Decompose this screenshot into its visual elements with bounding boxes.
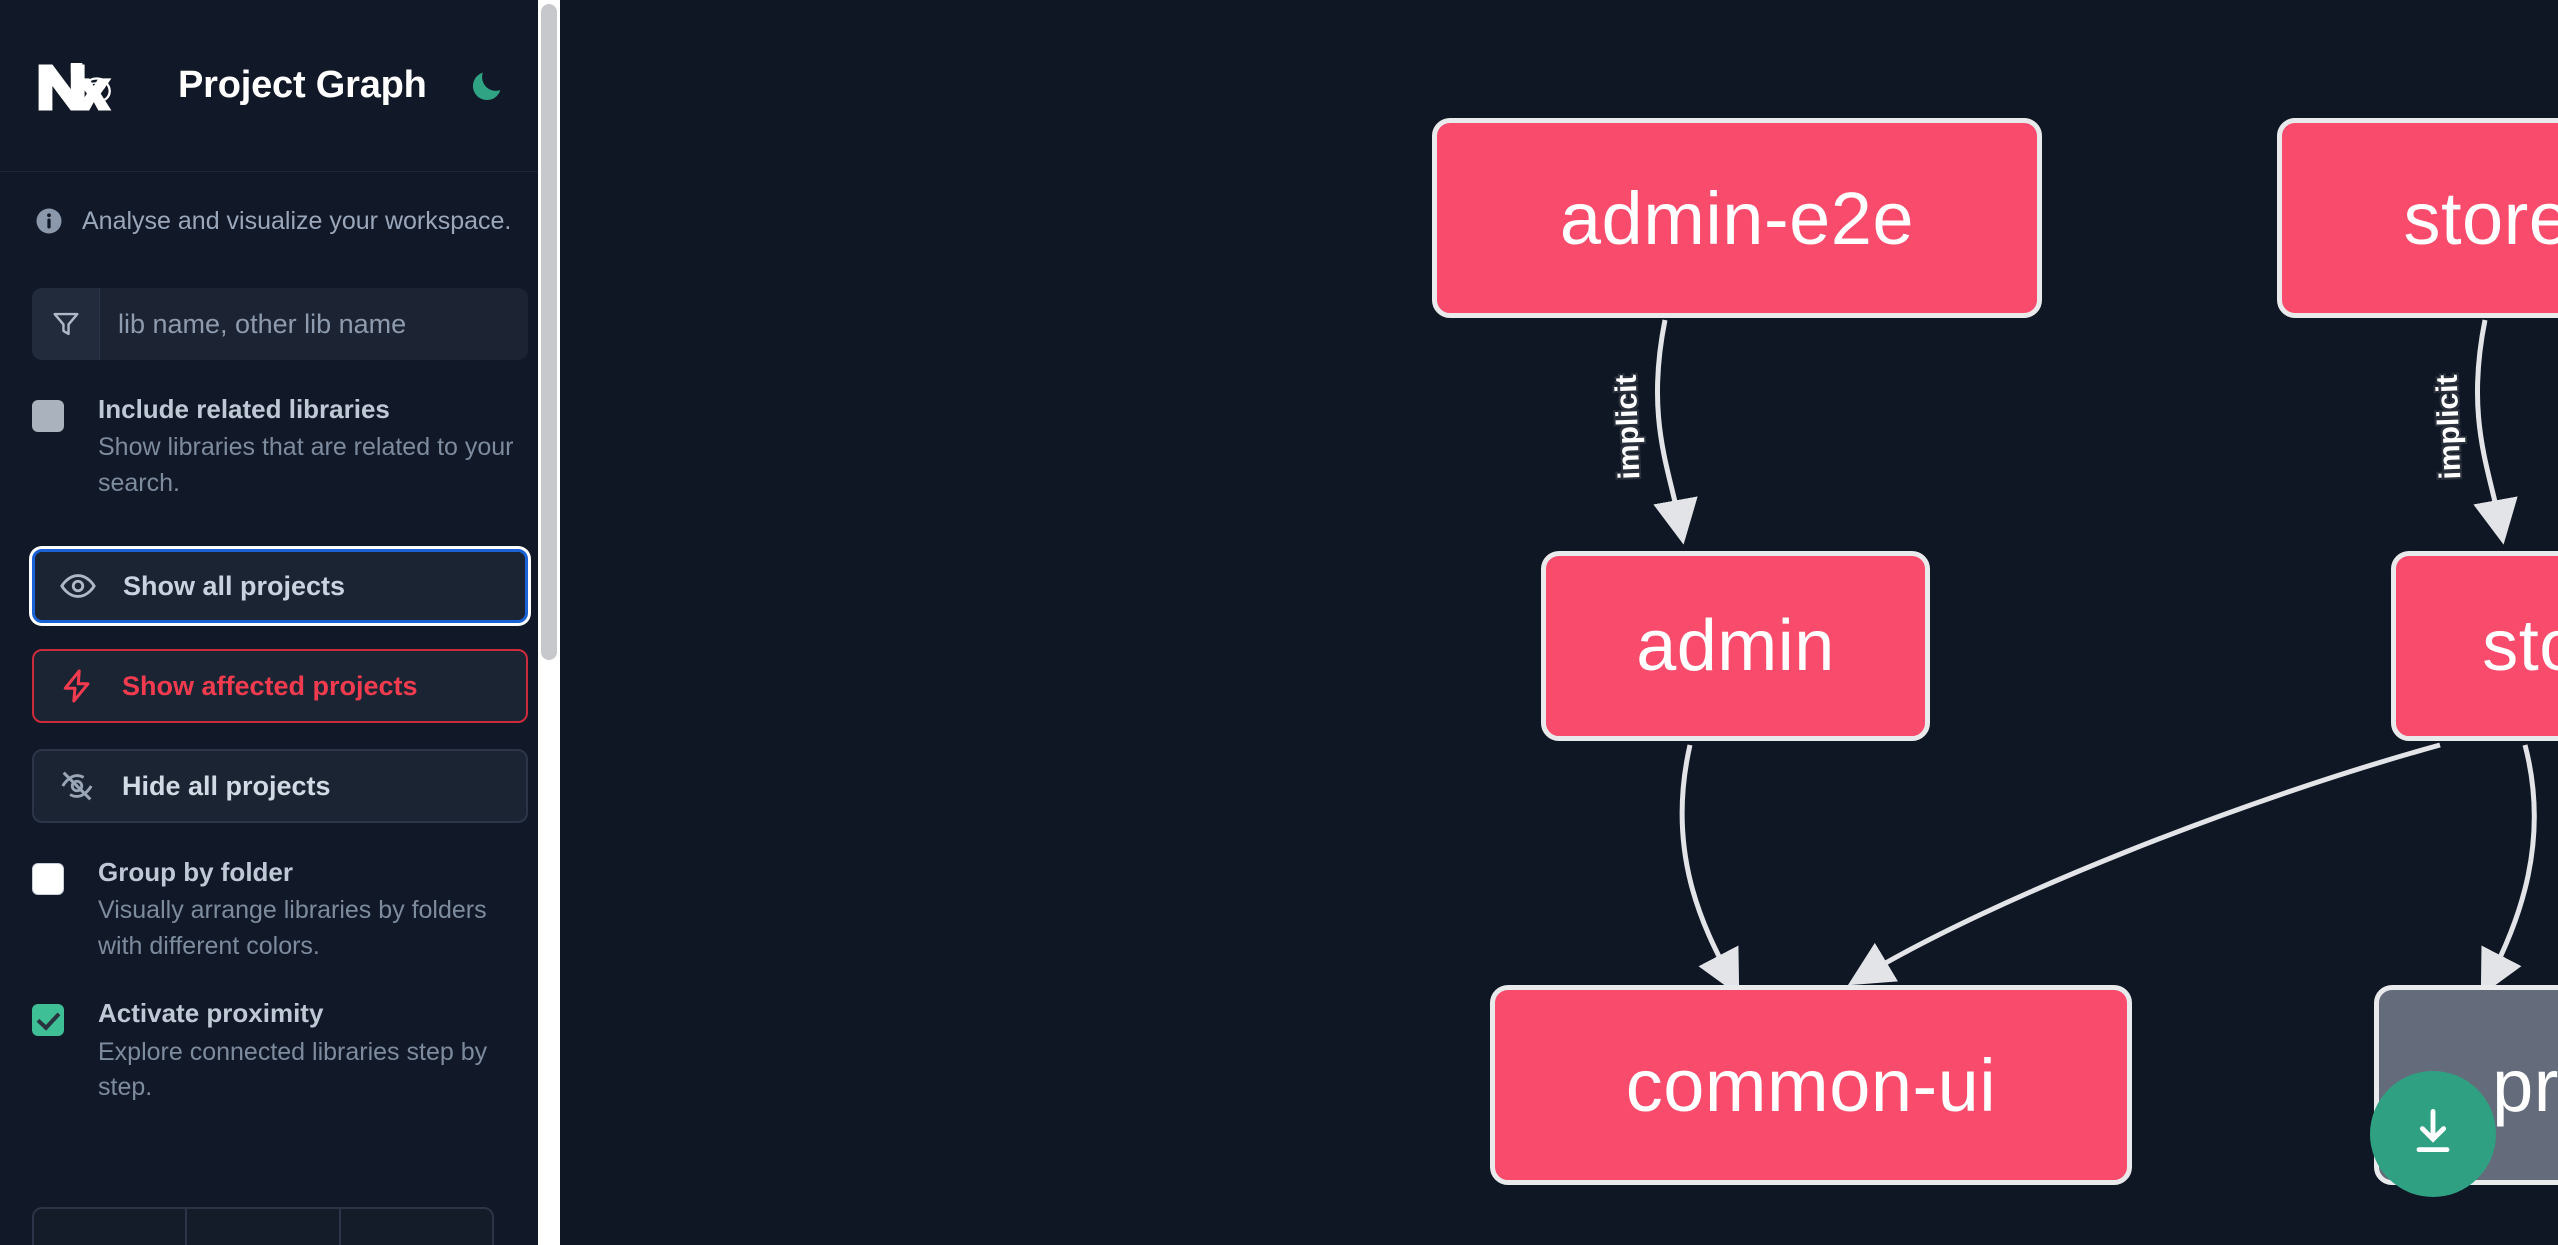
option-title: Include related libraries <box>98 394 390 424</box>
moon-icon[interactable] <box>465 64 509 108</box>
info-icon <box>34 206 64 236</box>
checkbox-box <box>32 400 64 432</box>
lightning-bolt-icon <box>58 667 102 705</box>
eye-off-icon <box>58 767 102 805</box>
graph-canvas[interactable]: implicit implicit admin-e2e store-e2e ad… <box>560 0 2558 1245</box>
option-description: Show libraries that are related to your … <box>98 433 514 497</box>
option-group-by-folder[interactable]: Group by folder Visually arrange librari… <box>0 857 560 964</box>
edge-admin-e2e-admin <box>1653 319 1698 545</box>
show-affected-projects-label: Show affected projects <box>122 670 418 701</box>
graph-node-admin[interactable]: admin <box>1541 551 1930 741</box>
eye-icon <box>59 567 103 605</box>
edge-admin-common-ui <box>1679 744 1740 996</box>
edge-label-implicit-admin: implicit <box>1609 373 1647 481</box>
search-box <box>32 288 528 360</box>
option-include-related-libraries[interactable]: Include related libraries Show libraries… <box>0 394 560 501</box>
edge-label-implicit-store: implicit <box>2430 373 2468 481</box>
checkbox-activate-proximity[interactable] <box>32 998 78 1105</box>
projects-button-group: Show all projects Show affected projects <box>0 549 560 824</box>
graph-node-store-e2e[interactable]: store-e2e <box>2277 118 2558 318</box>
show-all-projects-label: Show all projects <box>123 570 346 601</box>
proximity-segmented-control[interactable] <box>32 1207 494 1245</box>
graph-node-common-ui[interactable]: common-ui <box>1490 985 2132 1185</box>
option-description: Explore connected libraries step by step… <box>98 1037 488 1102</box>
workspace-subtitle: Analyse and visualize your workspace. <box>82 206 512 235</box>
graph-node-store[interactable]: store <box>2391 551 2558 741</box>
option-title: Group by folder <box>98 857 293 888</box>
checkbox-include-related-libraries[interactable] <box>32 394 78 501</box>
graph-edges <box>1653 319 2537 996</box>
segment-1[interactable] <box>34 1209 188 1245</box>
edge-store-e2e-store <box>2473 319 2518 545</box>
download-icon <box>2404 1103 2462 1166</box>
sidebar-scrollbar-thumb[interactable] <box>541 4 557 660</box>
graph-node-admin-e2e[interactable]: admin-e2e <box>1432 118 2042 318</box>
workspace-subtitle-row: Analyse and visualize your workspace. <box>0 172 560 236</box>
show-affected-projects-button[interactable]: Show affected projects <box>32 649 528 724</box>
filter-icon[interactable] <box>32 288 100 360</box>
segment-3[interactable] <box>341 1209 492 1245</box>
hide-all-projects-label: Hide all projects <box>122 770 331 801</box>
option-title: Activate proximity <box>98 998 324 1029</box>
nx-logo <box>34 55 126 117</box>
segment-2[interactable] <box>187 1209 341 1245</box>
sidebar: Project Graph Analyse and visualize yo <box>0 0 560 1245</box>
sidebar-scrollbar-track[interactable] <box>538 0 560 1245</box>
edge-store-common-ui <box>1847 742 2441 986</box>
option-activate-proximity[interactable]: Activate proximity Explore connected lib… <box>0 998 560 1105</box>
download-button[interactable] <box>2370 1071 2496 1197</box>
checkbox-group-by-folder[interactable] <box>32 857 78 964</box>
checkbox-box-checked <box>32 1004 64 1037</box>
sidebar-header: Project Graph <box>0 0 560 172</box>
hide-all-projects-button[interactable]: Hide all projects <box>32 749 528 824</box>
checkbox-box <box>32 863 64 896</box>
option-description: Visually arrange libraries by folders wi… <box>98 896 487 960</box>
show-all-projects-button[interactable]: Show all projects <box>32 549 528 624</box>
search-input[interactable] <box>100 288 528 360</box>
edge-store-products <box>2480 744 2537 996</box>
page-title: Project Graph <box>178 64 427 106</box>
